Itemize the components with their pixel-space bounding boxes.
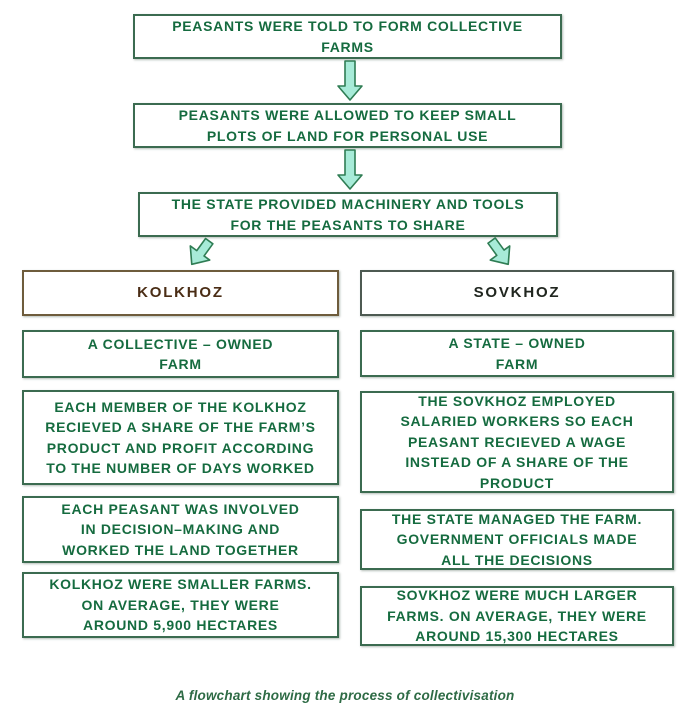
- arrow-down-left-icon: [176, 237, 224, 271]
- arrow-down-icon: [333, 149, 367, 191]
- sovkhoz-info-box-4: SOVKHOZ WERE MUCH LARGER FARMS. ON AVERA…: [360, 586, 674, 646]
- kolkhoz-info-box-2: EACH MEMBER OF THE KOLKHOZ RECIEVED A SH…: [22, 390, 339, 485]
- kolkhoz-info-box-1: A COLLECTIVE – OWNED FARM: [22, 330, 339, 378]
- sovkhoz-info-box-1: A STATE – OWNED FARM: [360, 330, 674, 377]
- sovkhoz-header-box: SOVKHOZ: [360, 270, 674, 316]
- flow-step-1: PEASANTS WERE TOLD TO FORM COLLECTIVE FA…: [133, 14, 562, 59]
- kolkhoz-header-box: KOLKHOZ: [22, 270, 339, 316]
- flow-step-3: THE STATE PROVIDED MACHINERY AND TOOLS F…: [138, 192, 558, 237]
- sovkhoz-info-box-3: THE STATE MANAGED THE FARM. GOVERNMENT O…: [360, 509, 674, 570]
- kolkhoz-info-box-3: EACH PEASANT WAS INVOLVED IN DECISION–MA…: [22, 496, 339, 563]
- figure-caption: A flowchart showing the process of colle…: [175, 688, 515, 703]
- flow-step-2: PEASANTS WERE ALLOWED TO KEEP SMALL PLOT…: [133, 103, 562, 148]
- sovkhoz-info-box-2: THE SOVKHOZ EMPLOYED SALARIED WORKERS SO…: [360, 391, 674, 493]
- arrow-down-icon: [333, 60, 367, 102]
- arrow-down-right-icon: [476, 237, 524, 271]
- kolkhoz-info-box-4: KOLKHOZ WERE SMALLER FARMS. ON AVERAGE, …: [22, 572, 339, 638]
